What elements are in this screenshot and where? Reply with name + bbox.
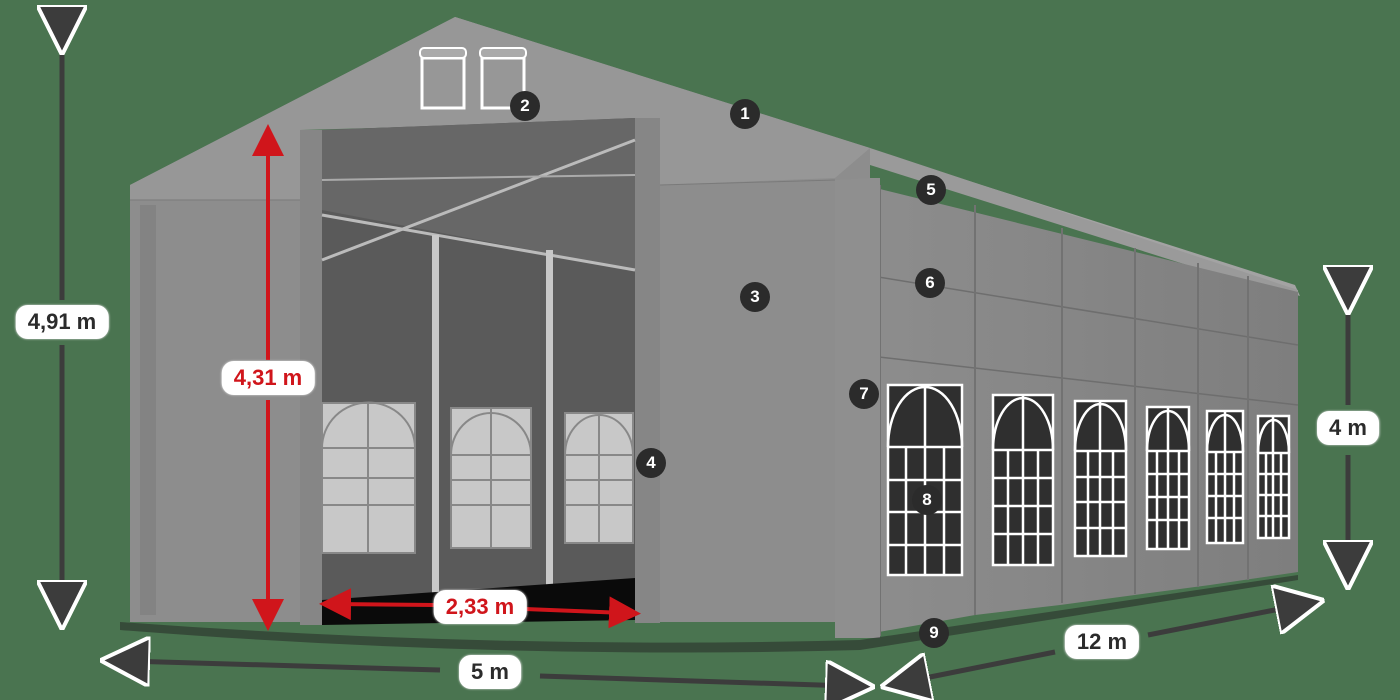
side-window-6 — [1256, 414, 1291, 540]
side-window-2 — [991, 393, 1055, 567]
ground-shadow — [120, 575, 1298, 653]
entrance-interior — [321, 118, 636, 625]
side-window-5 — [1205, 409, 1245, 545]
entrance-width-label: 2,33 m — [433, 590, 527, 624]
marker-8: 8 — [912, 485, 942, 515]
total-height-label: 4,91 m — [15, 305, 109, 339]
roof-vents — [419, 47, 527, 110]
entrance-height-label: 4,31 m — [221, 361, 315, 395]
width-label: 5 m — [459, 655, 521, 689]
dimension-arrows — [62, 30, 1348, 686]
side-window-3 — [1073, 399, 1128, 558]
marker-3: 3 — [740, 282, 770, 312]
marker-4: 4 — [636, 448, 666, 478]
marker-2: 2 — [510, 91, 540, 121]
entrance-dimension-arrows — [252, 124, 641, 631]
marker-1: 1 — [730, 99, 760, 129]
side-window-1 — [886, 383, 964, 577]
marker-7: 7 — [849, 379, 879, 409]
marker-6: 6 — [915, 268, 945, 298]
side-height-label: 4 m — [1317, 411, 1379, 445]
length-label: 12 m — [1064, 625, 1140, 659]
marker-9: 9 — [919, 618, 949, 648]
side-window-4 — [1145, 405, 1191, 551]
marker-5: 5 — [916, 175, 946, 205]
